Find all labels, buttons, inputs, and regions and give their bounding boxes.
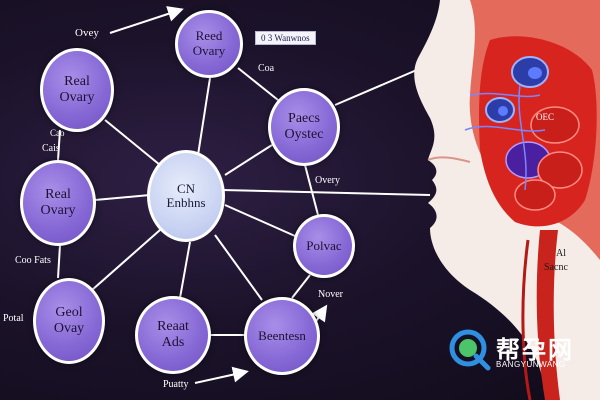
brand-watermark: 帮孕网 BANGYUNWANG — [448, 328, 588, 374]
label-potal: Potal — [3, 313, 24, 324]
link-right-lower-bottom-right — [291, 274, 311, 299]
link-center-right-lower — [224, 204, 296, 237]
node-center[interactable]: CN Enbhns — [147, 150, 225, 242]
lip-upper — [427, 156, 471, 163]
node-right-upper[interactable]: Paecs Oystec — [268, 88, 340, 166]
link-center-top — [197, 77, 211, 156]
label-sacnc: Sacnc — [544, 262, 568, 273]
link-left-bottom-left — [57, 244, 61, 279]
node-left-line1: Real — [45, 186, 71, 202]
brand-sub: BANGYUNWANG — [496, 360, 566, 369]
label-oec: OEC — [536, 112, 554, 122]
label-coo-fats: Coo Fats — [15, 255, 51, 266]
label-puatty: Puatty — [163, 379, 189, 390]
node-right-lower[interactable]: Polvac — [293, 214, 355, 278]
nerve-lines — [464, 84, 546, 191]
link-center-right-upper — [224, 144, 273, 176]
link-center-bottom-left — [91, 229, 161, 291]
node-bottom-right-line1: Beentesn — [258, 327, 306, 343]
cell-7 — [537, 151, 583, 189]
cell-8 — [514, 179, 556, 211]
face-illustration — [414, 0, 600, 400]
link-center-face — [221, 189, 431, 196]
label-ovey: Ovey — [75, 27, 99, 39]
arrow-bottom — [194, 366, 249, 384]
node-right-lower-line1: Polvac — [306, 237, 342, 253]
link-top-right-upper — [237, 67, 279, 101]
node-center-line2: Enbhns — [166, 195, 206, 210]
node-left-line2: Ovary — [40, 203, 76, 218]
link-center-left — [94, 194, 151, 201]
node-bottom-right[interactable]: Beentesn — [244, 297, 320, 375]
node-bottom-left[interactable]: Geol Ovay — [33, 278, 105, 364]
brand-name: 帮孕网 — [496, 336, 574, 364]
node-top-line2: Ovary — [192, 43, 226, 58]
arrow-top — [109, 6, 184, 34]
link-center-bottom-center — [179, 241, 191, 299]
node-right-upper-line2: Oystec — [284, 127, 324, 142]
node-bottom-left-line1: Geol — [55, 304, 83, 320]
cell-4 — [498, 106, 508, 116]
cell-6 — [530, 106, 580, 144]
node-upper-left-line1: Real — [64, 73, 90, 89]
node-bottom-center[interactable]: Reaat Ads — [135, 296, 211, 374]
node-top-line1: Reed — [195, 28, 223, 44]
label-cao: Cao — [50, 128, 65, 138]
badge-wanwnos: 0 3 Wanwnos — [255, 31, 316, 45]
node-right-upper-line1: Paecs — [288, 110, 320, 126]
cell-2 — [528, 67, 542, 79]
link-upper-left-left — [57, 129, 61, 161]
node-bottom-center-line2: Ads — [161, 335, 185, 350]
link-center-upper-left — [104, 119, 161, 166]
link-right-upper-lower — [304, 164, 319, 216]
throat-tube — [536, 230, 560, 400]
node-left[interactable]: Real Ovary — [20, 160, 96, 246]
label-overy: Overy — [315, 175, 340, 186]
node-upper-left-line2: Ovary — [59, 90, 95, 105]
throat-outline — [521, 239, 532, 400]
node-bottom-center-line1: Reaat — [157, 318, 189, 334]
q-logo-icon — [449, 329, 491, 371]
label-al: Al — [556, 248, 566, 259]
label-nover: Nover — [318, 289, 343, 300]
label-cais: Cais — [42, 143, 60, 154]
node-upper-left[interactable]: Real Ovary — [40, 48, 114, 132]
node-center-line1: CN — [176, 180, 196, 196]
node-top[interactable]: Reed Ovary — [175, 10, 243, 78]
link-center-bottom-right — [214, 234, 263, 301]
label-coa: Coa — [258, 63, 275, 74]
node-bottom-left-line2: Ovay — [53, 321, 85, 336]
